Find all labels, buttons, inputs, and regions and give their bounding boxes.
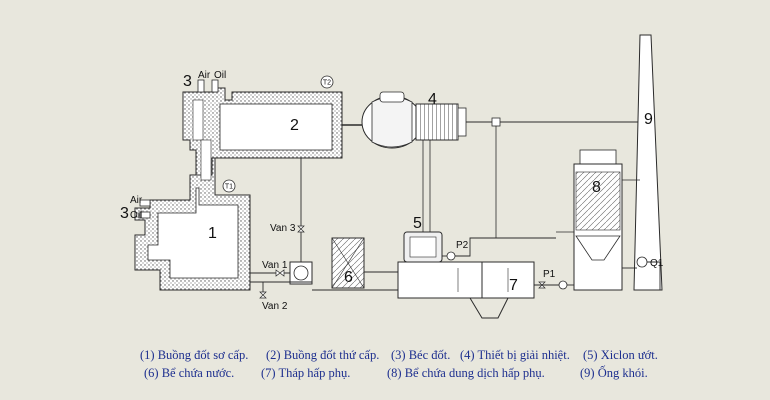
packed-column <box>331 237 365 289</box>
label-number-1: 1 <box>208 225 217 242</box>
chimney-stack <box>633 34 663 291</box>
van3-label: Van 3 <box>270 223 296 234</box>
valve-p1 <box>538 281 546 289</box>
legend-item-5: (5) Xiclon ướt. <box>583 348 658 362</box>
wet-cyclone <box>403 140 443 263</box>
oil-label-left: Oil <box>130 210 142 221</box>
label-number-3-top: 3 <box>183 73 192 90</box>
legend-item-8: (8) Bể chứa dung dịch hấp phụ. <box>387 366 545 380</box>
t2-label: T2 <box>323 80 331 87</box>
q1-label: Q1 <box>650 258 664 269</box>
legend-item-6: (6) Bể chứa nước. <box>144 366 235 380</box>
valve-van2 <box>259 291 267 299</box>
legend-item-7: (7) Tháp hấp phụ. <box>261 366 351 380</box>
absorption-tower <box>556 149 640 291</box>
t1-label: T1 <box>225 184 233 191</box>
burner-left <box>139 199 151 219</box>
label-number-8: 8 <box>592 179 601 196</box>
label-number-2: 2 <box>290 117 299 134</box>
heat-exchanger <box>342 91 467 149</box>
p2-label: P2 <box>456 240 469 251</box>
pump-van1 <box>289 261 313 285</box>
air-label-top: Air <box>198 70 211 81</box>
legend-item-1: (1) Buồng đốt sơ cấp. <box>140 348 249 362</box>
label-number-3-left: 3 <box>120 205 129 222</box>
exhaust-duct <box>466 117 640 238</box>
valve-van3 <box>297 225 305 233</box>
adsorption-tank <box>481 261 535 299</box>
piping <box>250 158 661 295</box>
legend-item-2: (2) Buồng đốt thứ cấp. <box>266 348 380 362</box>
primary-combustion-chamber <box>134 139 251 291</box>
thermocouple-t1: T1 <box>222 179 236 193</box>
label-number-9: 9 <box>644 111 653 128</box>
incinerator-flow-diagram: T1 T2 <box>120 34 664 319</box>
label-number-7: 7 <box>509 277 518 294</box>
oil-label-top: Oil <box>214 70 226 81</box>
van1-label: Van 1 <box>262 260 288 271</box>
secondary-combustion-chamber <box>182 87 343 181</box>
water-tank <box>397 261 509 319</box>
legend-item-9: (9) Ống khói. <box>580 366 648 380</box>
pump-p1 <box>558 280 568 290</box>
thermocouple-t2: T2 <box>320 75 334 89</box>
label-number-5: 5 <box>413 215 422 232</box>
pump-p2 <box>446 251 456 261</box>
legend-item-3: (3) Béc đốt. <box>391 348 451 362</box>
legend-item-4: (4) Thiết bị giải nhiệt. <box>460 348 570 362</box>
pump-q1 <box>636 256 648 268</box>
valve-van1 <box>275 269 285 277</box>
air-label-left: Air <box>130 195 143 206</box>
label-number-4: 4 <box>428 91 437 108</box>
burner-top <box>197 79 219 93</box>
label-number-6: 6 <box>344 269 353 286</box>
van2-label: Van 2 <box>262 301 288 312</box>
p1-label: P1 <box>543 269 556 280</box>
